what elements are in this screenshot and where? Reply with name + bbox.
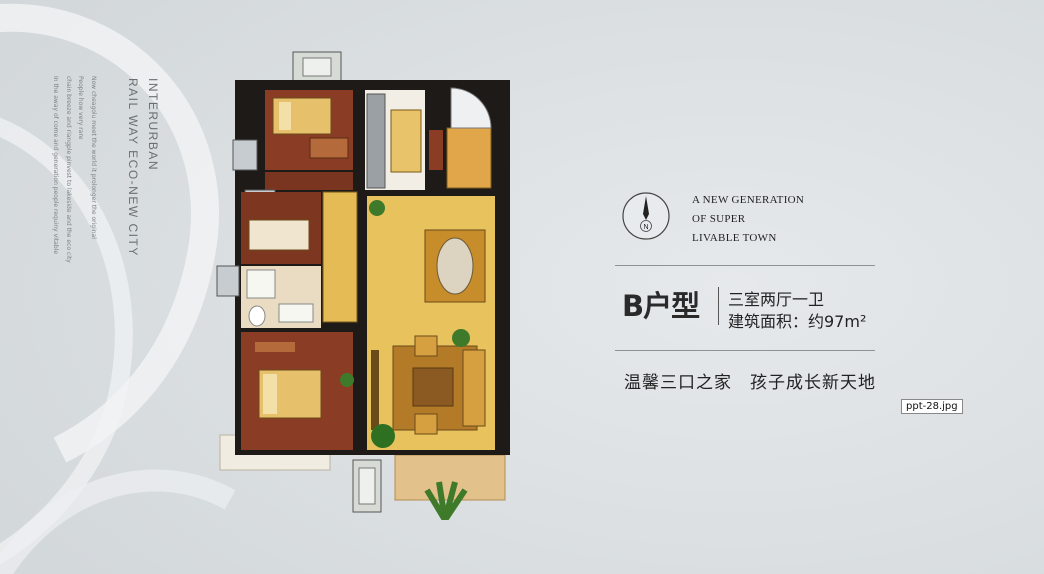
plant-icon <box>371 424 395 448</box>
tagline-line2: OF SUPER <box>692 213 746 225</box>
plant-icon <box>340 373 354 387</box>
side-title-line1: INTERURBAN <box>146 78 160 172</box>
unit-type-title: B户型 <box>622 289 700 323</box>
entry-area <box>446 127 492 189</box>
side-small-text-2: People how very rare <box>77 76 84 140</box>
entry-door-swing <box>450 87 492 129</box>
slogan: 温馨三口之家 孩子成长新天地 <box>624 373 876 393</box>
compass-label: N <box>643 224 648 231</box>
side-title-line2: RAIL WAY ECO-NEW CITY <box>126 78 140 257</box>
bed-middle <box>248 219 310 251</box>
plant-icon <box>452 329 470 347</box>
coffee-table <box>412 367 454 407</box>
divider-bottom <box>615 350 875 351</box>
room-layout: 三室两厅一卫 <box>728 290 825 309</box>
side-small-text-4: In the away of come and generation peopl… <box>52 76 59 255</box>
dining-table <box>436 237 474 295</box>
side-small-text-3: chain breeze and riangple pinvest to lak… <box>65 76 72 263</box>
filename-tooltip: ppt-28.jpg <box>901 399 963 414</box>
divider-top <box>615 265 875 266</box>
tagline-line1: A NEW GENERATION <box>692 194 805 206</box>
tv-cabinet <box>371 350 379 430</box>
building-area: 建筑面积：约97m² <box>728 312 867 331</box>
floor-plan <box>216 51 510 520</box>
side-small-text-1: Now cheagolu meet the world it prolonger… <box>90 76 97 239</box>
tagline-line3: LIVABLE TOWN <box>692 232 777 244</box>
hallway <box>322 191 358 323</box>
plant-icon <box>369 200 385 216</box>
balcony-plant-icon <box>424 481 468 520</box>
sofa <box>462 349 486 427</box>
compass-icon: N <box>622 192 670 240</box>
vertical-divider <box>718 287 719 325</box>
